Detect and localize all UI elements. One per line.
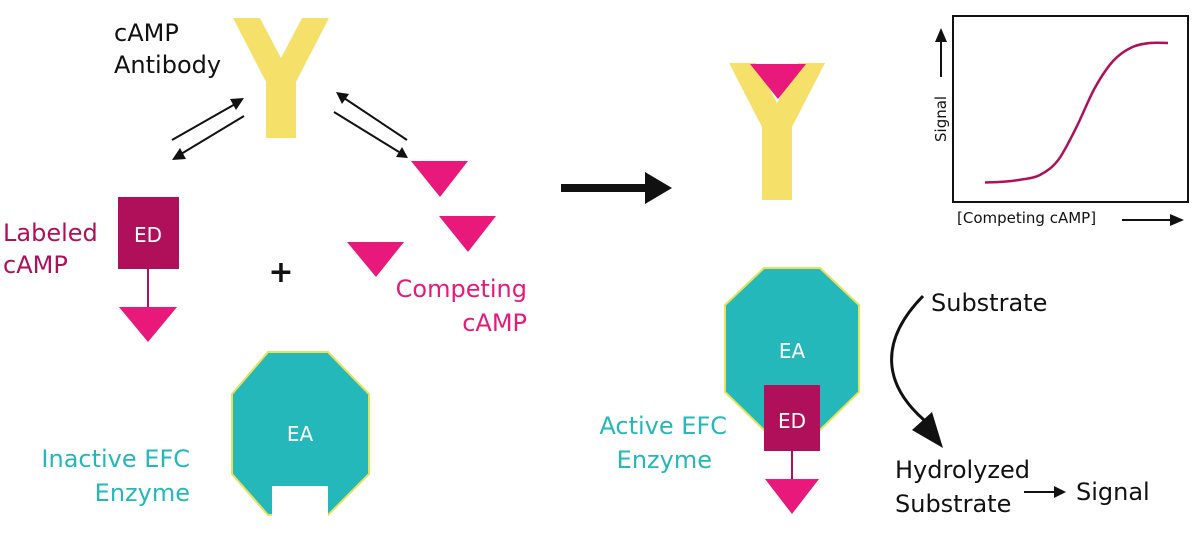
competing-camp-label-line1: Competing xyxy=(396,275,527,303)
y-axis-arrow xyxy=(935,28,947,77)
labeled-camp-label-line2: cAMP xyxy=(3,251,68,279)
active-efc-label-line1: Active EFC xyxy=(599,412,727,440)
signal-arrow xyxy=(1024,486,1066,498)
labeled-camp-triangle xyxy=(119,307,177,342)
hydrolysis-arrow xyxy=(890,294,931,427)
inactive-efc-label-line1: Inactive EFC xyxy=(41,445,190,473)
competing-camp-triangle-2 xyxy=(439,216,496,252)
antibody-label-line1: cAMP xyxy=(114,19,179,47)
camp-antibody-y-left xyxy=(233,18,329,138)
hydrolyzed-label-line2: Substrate xyxy=(895,490,1011,518)
antibody-label-line2: Antibody xyxy=(114,51,221,79)
ed-fragment-box xyxy=(118,197,179,269)
competing-camp-label-line2: cAMP xyxy=(462,309,527,337)
active-ed-label: ED xyxy=(778,409,806,433)
active-ed-fragment-box xyxy=(764,385,820,451)
hydrolysis-arrowhead xyxy=(912,412,943,448)
hydrolyzed-label-line1: Hydrolyzed xyxy=(895,456,1030,484)
signal-curve-line xyxy=(984,41,1169,184)
equilibrium-arrows-left xyxy=(171,98,245,160)
competing-camp-triangle-1 xyxy=(411,161,468,197)
camp-antibody-y-right xyxy=(729,63,825,200)
ed-fragment-label: ED xyxy=(134,223,162,247)
chart-frame xyxy=(952,15,1189,203)
bound-camp-triangle xyxy=(750,64,806,99)
inactive-efc-label-line2: Enzyme xyxy=(95,479,190,507)
signal-output-label: Signal xyxy=(1076,478,1150,506)
plus-sign: + xyxy=(268,255,293,290)
ea-binding-notch xyxy=(272,486,328,518)
reaction-arrow xyxy=(561,172,672,204)
x-axis-arrow xyxy=(1122,214,1184,226)
active-labeled-camp-triangle xyxy=(765,479,819,514)
active-ea-label: EA xyxy=(779,339,806,363)
inactive-ea-label: EA xyxy=(287,422,314,446)
chart-ylabel: Signal xyxy=(932,96,950,142)
signal-vs-camp-chart: Signal [Competing cAMP] xyxy=(932,15,1189,227)
competing-camp-triangle-3 xyxy=(347,242,404,277)
active-efc-label-line2: Enzyme xyxy=(617,446,712,474)
equilibrium-arrows-right xyxy=(333,92,408,158)
substrate-label: Substrate xyxy=(931,289,1047,317)
labeled-camp-label-line1: Labeled xyxy=(3,219,98,247)
chart-xlabel: [Competing cAMP] xyxy=(957,209,1096,227)
